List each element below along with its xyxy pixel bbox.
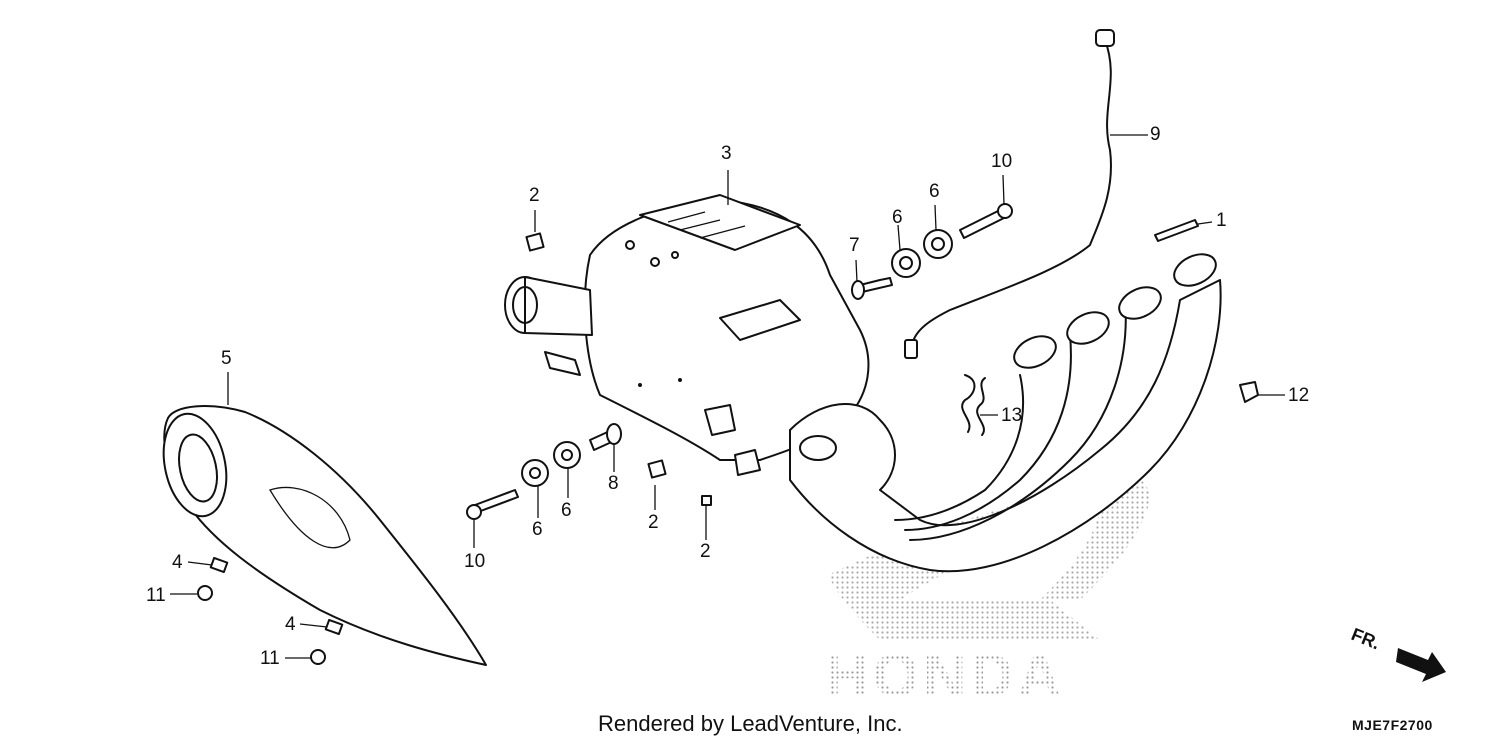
callout-10: 10 (991, 151, 1013, 172)
callout-2: 2 (700, 541, 711, 562)
diagram-code: MJE7F2700 (1352, 717, 1433, 733)
callout-9: 9 (1150, 124, 1161, 145)
callout-1: 1 (1216, 210, 1227, 231)
front-direction-arrow (1396, 648, 1446, 682)
callout-4: 4 (285, 614, 296, 635)
callout-11: 11 (260, 648, 280, 669)
callout-6: 6 (929, 181, 940, 202)
callout-10: 10 (464, 551, 486, 572)
callout-6: 6 (892, 207, 903, 228)
callout-2: 2 (648, 512, 659, 533)
callout-12: 12 (1288, 385, 1310, 406)
callout-2: 2 (529, 185, 540, 206)
callout-4: 4 (172, 552, 183, 573)
callout-8: 8 (608, 473, 619, 494)
render-credit: Rendered by LeadVenture, Inc. (598, 711, 903, 736)
callout-13: 13 (1001, 405, 1023, 426)
callout-11: 11 (146, 585, 166, 606)
callout-3: 3 (721, 143, 732, 164)
muffler-cover-part-5 (162, 405, 487, 666)
callout-5: 5 (221, 348, 232, 369)
callout-6: 6 (532, 519, 543, 540)
exhaust-header-pipes (789, 253, 1222, 573)
callout-leader-lines (170, 134, 1285, 659)
oxygen-sensor-part-9 (904, 29, 1115, 359)
callout-7: 7 (849, 235, 860, 256)
hardware-parts (197, 203, 1259, 665)
honda-watermark-text: HONDA (825, 642, 1065, 709)
callout-6: 6 (561, 500, 572, 521)
